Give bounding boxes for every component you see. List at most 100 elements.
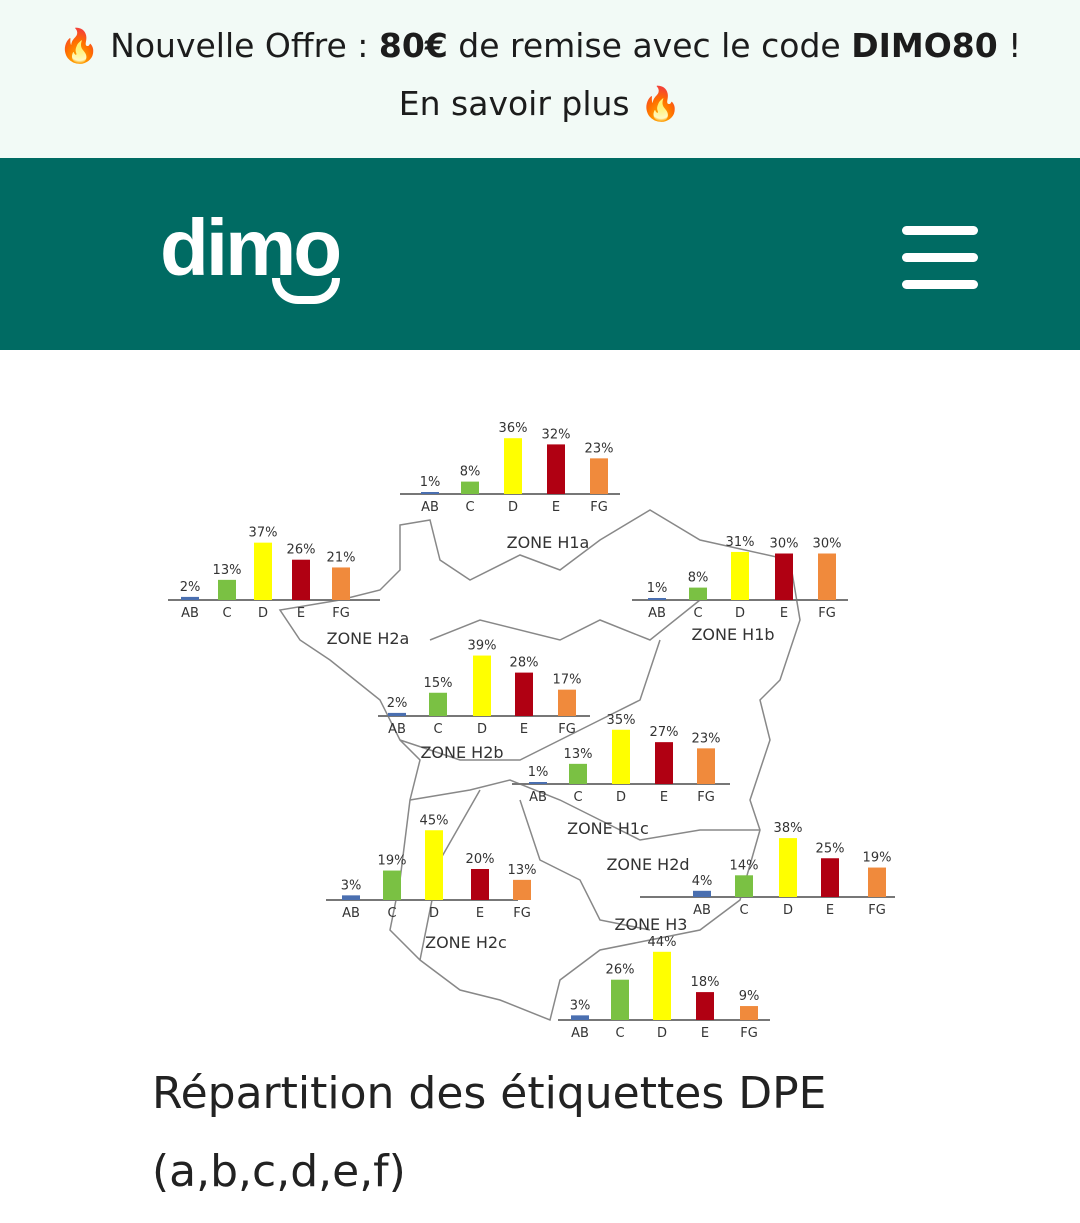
bar-e <box>696 992 714 1020</box>
category-label: AB <box>421 500 439 515</box>
bar-value-label: 2% <box>180 580 201 595</box>
bar-d <box>653 951 671 1020</box>
category-label: D <box>616 790 626 805</box>
category-label: AB <box>529 790 547 805</box>
zone-label: ZONE H2d <box>606 855 689 874</box>
bar-fg <box>868 867 886 897</box>
bar-c <box>611 979 629 1020</box>
bar-value-label: 19% <box>863 851 892 866</box>
bar-d <box>473 655 491 716</box>
bar-fg <box>558 689 576 716</box>
category-label: C <box>222 606 231 621</box>
bar-value-label: 30% <box>813 537 842 552</box>
bar-value-label: 8% <box>688 571 709 586</box>
fire-icon: 🔥 <box>640 84 682 123</box>
category-label: AB <box>342 906 360 921</box>
category-label: AB <box>693 903 711 918</box>
bar-value-label: 36% <box>499 421 528 436</box>
bar-e <box>655 742 673 784</box>
category-label: D <box>657 1026 667 1041</box>
bar-value-label: 13% <box>564 747 593 762</box>
bar-d <box>504 438 522 494</box>
bar-value-label: 8% <box>460 465 481 480</box>
category-label: E <box>701 1026 709 1041</box>
promo-banner: 🔥 Nouvelle Offre : 80€ de remise avec le… <box>0 0 1080 158</box>
bar-fg <box>513 879 531 900</box>
category-label: FG <box>558 722 576 737</box>
category-label: C <box>693 606 702 621</box>
bar-value-label: 20% <box>466 852 495 867</box>
bar-d <box>425 830 443 900</box>
bar-value-label: 27% <box>650 725 679 740</box>
bar-ab <box>342 895 360 900</box>
bar-c <box>461 481 479 494</box>
bar-value-label: 26% <box>606 963 635 978</box>
bar-e <box>292 559 310 600</box>
bar-d <box>731 551 749 600</box>
bar-value-label: 14% <box>730 858 759 873</box>
bar-fg <box>740 1006 758 1020</box>
promo-middle: de remise avec le code <box>447 26 852 65</box>
promo-amount: 80€ <box>378 26 448 65</box>
bar-value-label: 26% <box>287 543 316 558</box>
bar-value-label: 35% <box>607 713 636 728</box>
bar-c <box>218 579 236 600</box>
hamburger-menu-icon[interactable] <box>902 226 978 290</box>
bar-ab <box>181 596 199 600</box>
category-label: D <box>258 606 268 621</box>
bar-value-label: 23% <box>692 731 721 746</box>
bar-value-label: 3% <box>570 998 591 1013</box>
bar-value-label: 4% <box>692 874 713 889</box>
bar-value-label: 21% <box>327 550 356 565</box>
category-label: E <box>297 606 305 621</box>
bar-value-label: 44% <box>648 935 677 950</box>
bar-e <box>775 553 793 600</box>
bar-value-label: 3% <box>341 878 362 893</box>
bar-e <box>547 444 565 494</box>
category-label: E <box>660 790 668 805</box>
bar-value-label: 17% <box>553 673 582 688</box>
bar-e <box>821 858 839 897</box>
bar-fg <box>818 553 836 600</box>
bar-c <box>569 763 587 784</box>
promo-code: DIMO80 <box>851 26 998 65</box>
bar-value-label: 19% <box>378 854 407 869</box>
bar-value-label: 18% <box>691 975 720 990</box>
category-label: FG <box>332 606 350 621</box>
bar-fg <box>590 458 608 494</box>
bar-value-label: 30% <box>770 537 799 552</box>
zone-label: ZONE H3 <box>615 915 688 934</box>
category-label: FG <box>697 790 715 805</box>
fire-icon: 🔥 <box>58 26 100 65</box>
bar-ab <box>571 1015 589 1020</box>
category-label: FG <box>590 500 608 515</box>
category-label: C <box>433 722 442 737</box>
bar-fg <box>332 567 350 600</box>
bar-value-label: 31% <box>726 535 755 550</box>
logo-smile <box>272 278 340 304</box>
zone-label: ZONE H2c <box>425 933 507 952</box>
category-label: E <box>826 903 834 918</box>
bar-value-label: 25% <box>816 841 845 856</box>
category-label: E <box>780 606 788 621</box>
bar-value-label: 2% <box>387 696 408 711</box>
category-label: D <box>783 903 793 918</box>
zone-label: ZONE H2a <box>327 629 410 648</box>
promo-prefix: Nouvelle Offre : <box>110 26 379 65</box>
site-header: dimo <box>0 158 1080 350</box>
category-label: AB <box>388 722 406 737</box>
bar-value-label: 38% <box>774 821 803 836</box>
dimo-logo[interactable]: dimo <box>160 198 342 304</box>
bar-ab <box>529 782 547 784</box>
category-label: C <box>573 790 582 805</box>
bar-value-label: 45% <box>420 813 449 828</box>
category-label: E <box>476 906 484 921</box>
bar-value-label: 39% <box>468 639 497 654</box>
category-label: C <box>739 903 748 918</box>
category-label: D <box>508 500 518 515</box>
promo-suffix: ! <box>997 26 1022 65</box>
learn-more-link[interactable]: En savoir plus <box>398 84 630 123</box>
bar-value-label: 32% <box>542 427 571 442</box>
image-caption: Répartition des étiquettes DPE (a,b,c,d,… <box>152 1068 827 1197</box>
bar-e <box>471 869 489 900</box>
